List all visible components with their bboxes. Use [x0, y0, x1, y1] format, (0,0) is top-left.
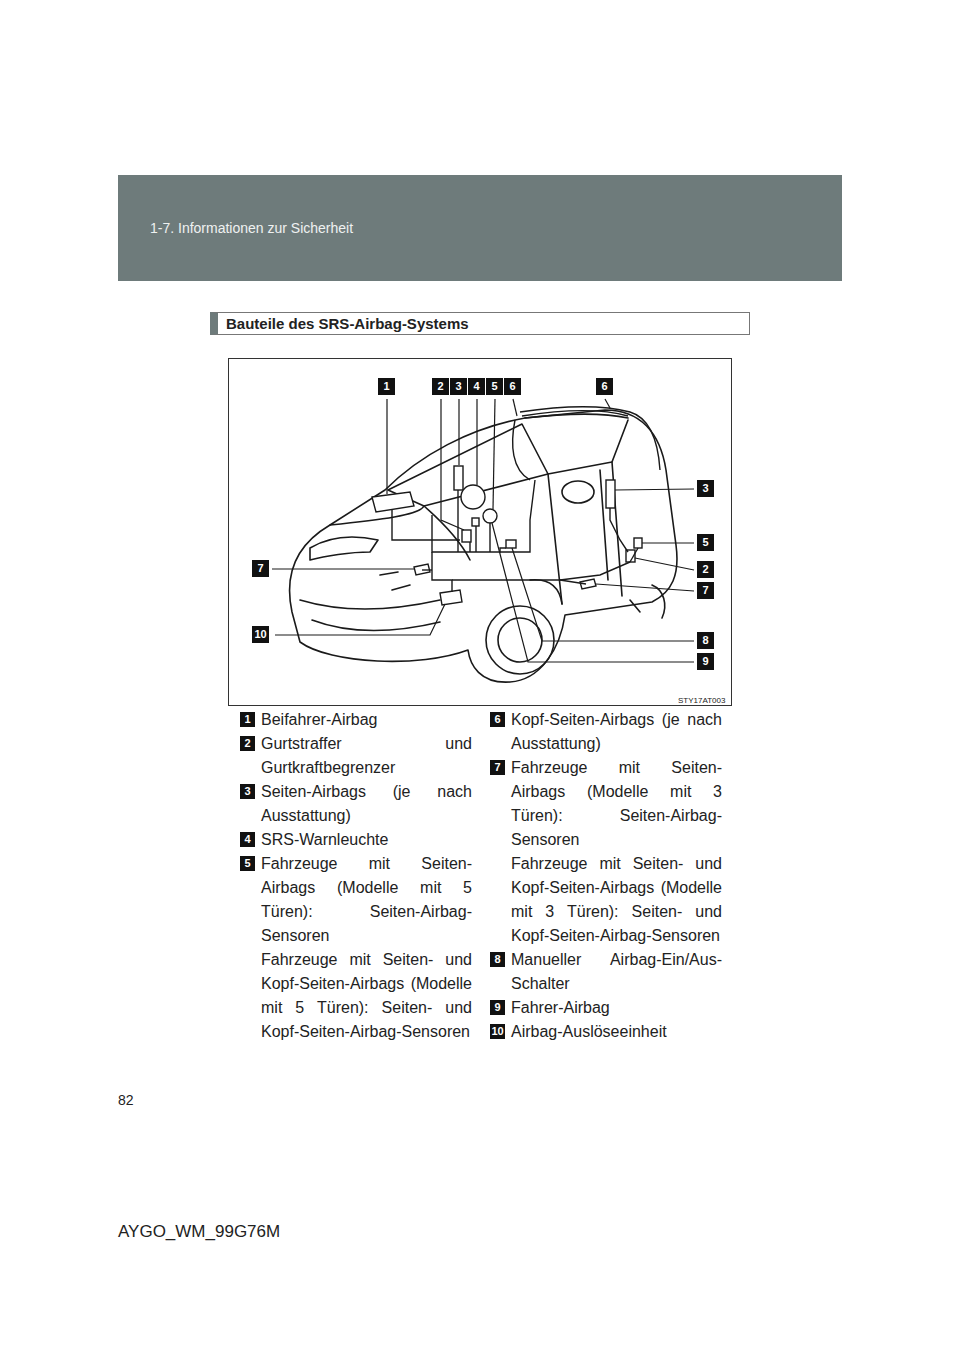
legend-text: Fahrzeuge mit Seiten-Airbags (Modelle mi…: [511, 756, 722, 852]
page-header: 1-7. Informationen zur Sicherheit: [150, 220, 353, 236]
legend-item: 3 Seiten-Airbags (je nach Ausstattung): [240, 780, 472, 828]
legend-texts: Manueller Airbag-Ein/Aus-Schalter: [511, 948, 722, 996]
callout-number: 3: [240, 784, 255, 799]
legend-item: 4 SRS-Warnleuchte: [240, 828, 472, 852]
callout-number: 8: [490, 952, 505, 967]
figure-code: STY17AT003: [678, 696, 725, 705]
legend-texts: Beifahrer-Airbag: [261, 708, 472, 732]
legend-text: Seiten-Airbags (je nach Ausstattung): [261, 780, 472, 828]
callout-number: 9: [697, 653, 714, 670]
legend-text: Fahrer-Airbag: [511, 996, 722, 1020]
legend-text: Gurtstraffer und Gurtkraftbegrenzer: [261, 732, 472, 780]
callout-number: 10: [490, 1024, 505, 1039]
legend-text: Beifahrer-Airbag: [261, 708, 472, 732]
legend-text: Manueller Airbag-Ein/Aus-Schalter: [511, 948, 722, 996]
callout-number: 7: [697, 582, 714, 599]
legend-item: 9 Fahrer-Airbag: [490, 996, 722, 1020]
legend-item: 7 Fahrzeuge mit Seiten-Airbags (Modelle m…: [490, 756, 722, 948]
legend-texts: Kopf-Seiten-Airbags (je nach Ausstattung…: [511, 708, 722, 756]
callout-number: 6: [596, 378, 613, 395]
legend-item: 2 Gurtstraffer und Gurtkraftbegrenzer: [240, 732, 472, 780]
legend-text: Fahrzeuge mit Seiten-Airbags (Modelle mi…: [261, 852, 472, 948]
legend-text: SRS-Warnleuchte: [261, 828, 472, 852]
callout-number: 2: [697, 561, 714, 578]
legend-text: Fahrzeuge mit Seiten- und Kopf-Seiten-Ai…: [261, 948, 472, 1044]
callout-number: 10: [252, 626, 269, 643]
callout-number: 2: [432, 378, 449, 395]
legend-text: Fahrzeuge mit Seiten- und Kopf-Seiten-Ai…: [511, 852, 722, 948]
legend-item: 1 Beifahrer-Airbag: [240, 708, 472, 732]
legend-texts: Gurtstraffer und Gurtkraftbegrenzer: [261, 732, 472, 780]
callout-number: 6: [490, 712, 505, 727]
legend-texts: Fahrzeuge mit Seiten-Airbags (Modelle mi…: [261, 852, 472, 1044]
legend-item: 6 Kopf-Seiten-Airbags (je nach Ausstattun…: [490, 708, 722, 756]
callout-number: 8: [697, 632, 714, 649]
legend-column: 6 Kopf-Seiten-Airbags (je nach Ausstattun…: [490, 708, 722, 1044]
callout-number: 5: [697, 534, 714, 551]
document-code: AYGO_WM_99G76M: [118, 1222, 280, 1242]
legend-item: 10 Airbag-Auslöseeinheit: [490, 1020, 722, 1044]
legend-text: Kopf-Seiten-Airbags (je nach Ausstattung…: [511, 708, 722, 756]
callout-number: 4: [240, 832, 255, 847]
callout-number: 9: [490, 1000, 505, 1015]
section-heading: Bauteile des SRS-Airbag-Systems: [210, 312, 750, 335]
legend-item: 8 Manueller Airbag-Ein/Aus-Schalter: [490, 948, 722, 996]
legend-texts: SRS-Warnleuchte: [261, 828, 472, 852]
callout-number: 1: [378, 378, 395, 395]
callout-number: 5: [240, 856, 255, 871]
callout-number: 6: [504, 378, 521, 395]
legend-texts: Fahrer-Airbag: [511, 996, 722, 1020]
legend-texts: Seiten-Airbags (je nach Ausstattung): [261, 780, 472, 828]
callout-number: 3: [450, 378, 467, 395]
legend-texts: Airbag-Auslöseeinheit: [511, 1020, 722, 1044]
callout-number: 7: [490, 760, 505, 775]
page-number: 82: [118, 1092, 134, 1108]
callout-number: 1: [240, 712, 255, 727]
callout-number: 3: [697, 480, 714, 497]
callout-number: 7: [252, 560, 269, 577]
legend-column: 1 Beifahrer-Airbag 2 Gurtstraffer und Gurtk…: [240, 708, 472, 1044]
legend-item: 5 Fahrzeuge mit Seiten-Airbags (Modelle m…: [240, 852, 472, 1044]
callout-number: 4: [468, 378, 485, 395]
callout-number: 5: [486, 378, 503, 395]
callout-number: 2: [240, 736, 255, 751]
legend-texts: Fahrzeuge mit Seiten-Airbags (Modelle mi…: [511, 756, 722, 948]
legend-text: Airbag-Auslöseeinheit: [511, 1020, 722, 1044]
